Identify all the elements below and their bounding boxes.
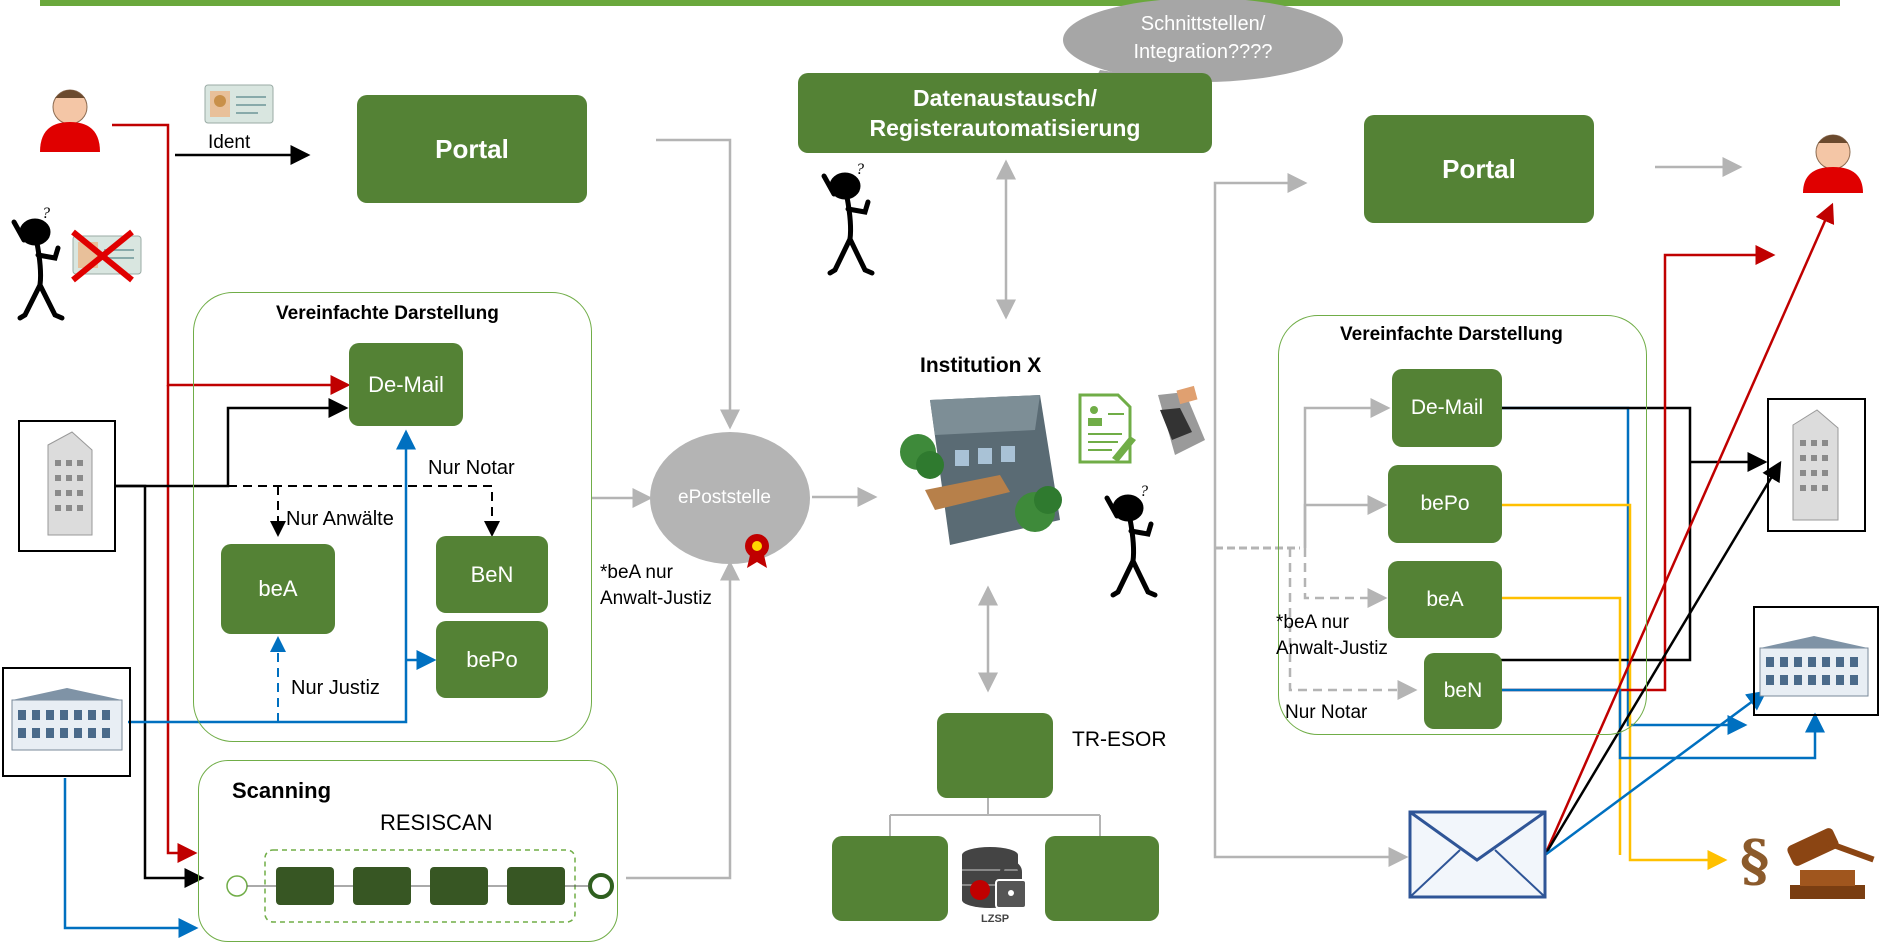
tresor-label: TR-ESOR: [1072, 728, 1167, 751]
tresor-tree-lines: [889, 798, 1101, 837]
blue-arrow-ben-court: [1502, 688, 1825, 760]
bea-note-center: *beA nur Anwalt-Justiz: [600, 560, 712, 612]
gray-arrow-to-letter: [1213, 548, 1409, 867]
office-tower-icon-right: [1792, 409, 1839, 521]
gray-arrow-to-right-portal: [1213, 173, 1308, 548]
svg-text:?: ?: [856, 161, 864, 178]
gray-arrow-portal-epost: [656, 138, 740, 430]
card-reader-icon: [1158, 385, 1205, 455]
speech-bubble: [1063, 0, 1343, 82]
group-title-left: Vereinfachte Darstellung: [276, 303, 499, 324]
institution-building-icon: [900, 395, 1062, 545]
person-icon-left: [40, 89, 100, 152]
lzsp-label: LZSP: [981, 913, 1010, 925]
bubble-line-2: Integration????: [1133, 41, 1273, 63]
envelope-icon: [1408, 810, 1547, 899]
portal-box-right[interactable]: Portal: [1364, 115, 1594, 223]
bea-note-center-line-1: *beA nur: [600, 562, 673, 583]
datenaustausch-box[interactable]: Datenaustausch/ Registerautomatisierung: [798, 73, 1212, 153]
id-card-icon: [204, 84, 274, 124]
bea-note-right-line-1: *beA nur: [1276, 612, 1349, 633]
datenaustausch-line-2: Registerautomatisierung: [869, 115, 1141, 141]
bubble-text: Schnittstellen/ Integration????: [1093, 10, 1313, 66]
black-line-demail-ben: [1500, 406, 1692, 662]
black-arrow-office-scanning: [115, 484, 205, 888]
crossed-id-card-icon: [71, 229, 142, 283]
confused-figure-icon-right: ?: [1104, 483, 1158, 598]
epoststelle-circle: [650, 432, 810, 564]
bea-note-right-line-2: Anwalt-Justiz: [1276, 638, 1388, 659]
bea-box-right[interactable]: beA: [1388, 561, 1502, 638]
office-frame-left: [18, 420, 116, 552]
office-tower-icon-left: [47, 431, 93, 536]
storage-box-right[interactable]: [1045, 836, 1159, 921]
yellow-line-bea-law: [1502, 596, 1622, 855]
red-diagonal-letter-person: [1543, 202, 1835, 856]
yellow-arrow-bepo-law: [1502, 503, 1728, 870]
court-frame-right: [1753, 606, 1879, 716]
simplified-view-group-left: [193, 292, 592, 742]
confused-figure-icon-left: ?: [11, 205, 65, 321]
tresor-box[interactable]: [937, 713, 1053, 798]
black-arrow-office-demail: [115, 398, 349, 488]
blue-diagonal-letter-court: [1544, 690, 1768, 857]
seal-icon: [745, 534, 769, 568]
svg-text:?: ?: [42, 205, 50, 222]
gray-arrow-scan-epost: [626, 560, 740, 880]
demail-box-left[interactable]: De-Mail: [349, 343, 463, 426]
ident-label: Ident: [208, 132, 251, 153]
scanning-process-diagram: [226, 849, 614, 923]
top-accent-bar: [40, 0, 1840, 6]
institution-label: Institution X: [920, 354, 1042, 377]
datenaustausch-line-1: Datenaustausch/: [912, 85, 1098, 111]
nur-notar-label-right: Nur Notar: [1285, 702, 1368, 723]
confused-figure-icon-center: ?: [821, 161, 875, 276]
bea-note-right: *beA nur Anwalt-Justiz: [1276, 610, 1388, 662]
portal-box-left[interactable]: Portal: [357, 95, 587, 203]
nur-anwaelte-label: Nur Anwälte: [286, 508, 394, 530]
bubble-line-1: Schnittstellen/: [1140, 13, 1266, 35]
bepo-box-right[interactable]: bePo: [1388, 465, 1502, 543]
scanning-title: Scanning: [232, 778, 332, 803]
svg-text:§: §: [1740, 828, 1769, 894]
court-building-icon-left: [11, 688, 123, 751]
gray-dashed-arrow-r-bea: [1303, 548, 1388, 608]
dashed-arrow-notar: [228, 485, 500, 537]
court-building-icon-right: [1759, 636, 1869, 697]
svg-text:?: ?: [1140, 483, 1148, 500]
resiscan-label: RESISCAN: [380, 810, 493, 835]
black-diagonal-letter-office: [1543, 460, 1782, 856]
blue-arrow-court-scanning: [63, 778, 199, 938]
person-icon-right: [1803, 134, 1863, 193]
bea-box-left[interactable]: beA: [221, 544, 335, 634]
ben-box-left[interactable]: BeN: [436, 536, 548, 613]
gray-arrow-r-demail: [1303, 398, 1391, 548]
storage-box-left[interactable]: [832, 836, 948, 921]
gray-dashed-arrow-r-ben: [1288, 548, 1418, 700]
ben-box-right[interactable]: beN: [1424, 653, 1502, 729]
demail-box-right[interactable]: De-Mail: [1392, 369, 1502, 447]
gray-arrow-r-bepo: [1303, 495, 1388, 548]
red-arrow-person-scanning: [166, 385, 198, 863]
nur-notar-label-left: Nur Notar: [428, 457, 515, 479]
epoststelle-label[interactable]: ePoststelle: [678, 487, 771, 508]
red-arrow-person-demail: [112, 123, 351, 395]
office-frame-right: [1767, 398, 1866, 532]
database-lock-icon: [962, 847, 1027, 909]
simplified-view-group-right: [1278, 315, 1647, 735]
signed-document-icon: [1078, 393, 1136, 464]
law-gavel-icon: §: [1740, 828, 1875, 899]
nur-justiz-label: Nur Justiz: [291, 677, 380, 699]
bepo-box-left[interactable]: bePo: [436, 621, 548, 698]
group-title-right: Vereinfachte Darstellung: [1340, 324, 1563, 345]
bea-note-center-line-2: Anwalt-Justiz: [600, 588, 712, 609]
court-frame-left: [2, 667, 131, 777]
